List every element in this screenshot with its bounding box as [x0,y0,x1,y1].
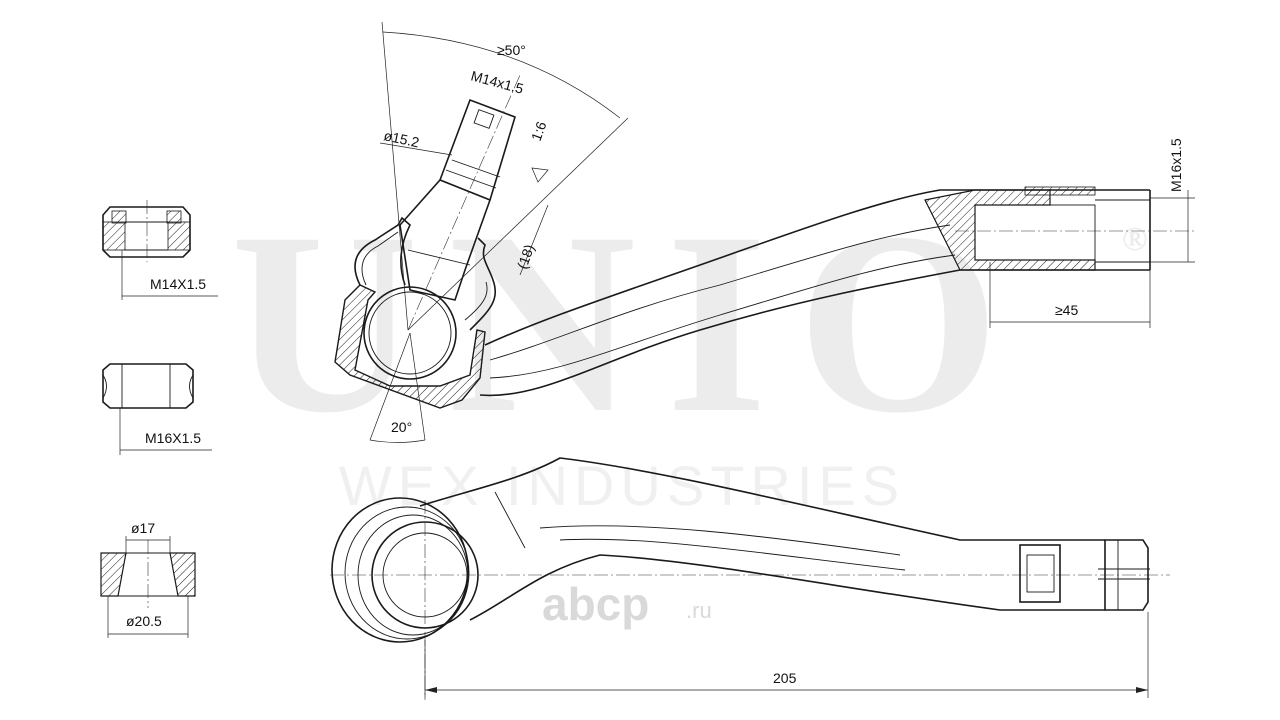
nut-m14-view: M14X1.5 [102,200,218,300]
watermark-company: WEX INDUSTRIES [339,454,905,517]
overall-length-label: 205 [773,670,797,686]
shop-watermark-suffix: .ru [686,598,712,623]
angle-max-label: ≥50° [497,42,526,58]
thread-top-label: M14x1.5 [469,67,525,96]
overall-length-dimension: 205 [424,612,1149,698]
thread-end-label: M16x1.5 [1168,138,1184,192]
dia-stud-label: ø15.2 [382,127,421,150]
bushing-view: ø17 ø20.5 [100,520,196,638]
nut-top-label: M14X1.5 [150,276,206,292]
tie-rod-end-top-view [330,457,1170,700]
taper-label: 1:6 [528,119,550,143]
angle-base-label: 20° [391,419,412,435]
watermark: UNIO ® WEX INDUSTRIES [231,179,1148,517]
thread-depth-label: ≥45 [1055,302,1078,318]
shop-watermark: abcp .ru [542,578,712,630]
watermark-registered-mark: ® [1122,221,1147,258]
shop-watermark-name: abcp [542,578,649,630]
bushing-top-label: ø17 [131,520,155,536]
bushing-bottom-label: ø20.5 [126,613,162,629]
nut-mid-label: M16X1.5 [145,430,201,446]
nut-m16-view: M16X1.5 [102,363,212,455]
tie-rod-end-section [334,21,1195,441]
